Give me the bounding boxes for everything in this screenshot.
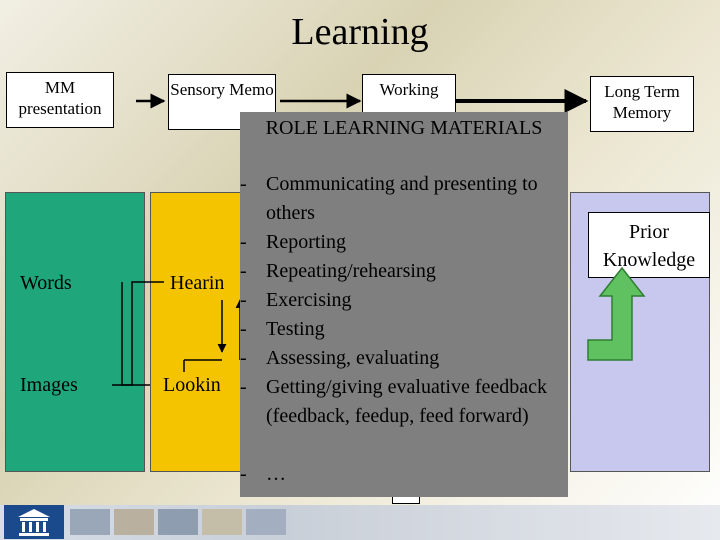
- prior-knowledge-label: Prior Knowledge: [602, 221, 696, 271]
- images-connector: [112, 281, 164, 386]
- working-memory-box: Working: [362, 74, 456, 114]
- long-term-memory-box: Long Term Memory: [590, 76, 694, 132]
- mm-presentation-label: MM presentation: [18, 78, 102, 118]
- words-label: Words: [20, 272, 72, 294]
- footer-logo-bar: [0, 505, 720, 540]
- long-term-memory-label: Long Term Memory: [604, 82, 680, 122]
- looking-label: Lookin: [163, 374, 221, 396]
- overlay-title: ROLE LEARNING MATERIALS: [265, 117, 543, 139]
- hearing-label: Hearin: [170, 272, 225, 294]
- working-memory-label: Working: [379, 80, 439, 99]
- words-connector: [121, 282, 150, 386]
- role-learning-materials-overlay: ROLE LEARNING MATERIALS -Communicating a…: [240, 112, 568, 497]
- footer-photo-strip: [70, 509, 286, 535]
- slide-title: Learning: [291, 11, 429, 53]
- prior-knowledge-box: Prior Knowledge: [588, 212, 710, 278]
- mm-presentation-box: MM presentation: [6, 72, 114, 128]
- green-return-arrow-icon: [587, 266, 646, 361]
- university-logo-icon: [4, 505, 64, 539]
- images-label: Images: [20, 374, 78, 396]
- sensory-memory-label: Sensory Memo: [170, 80, 274, 99]
